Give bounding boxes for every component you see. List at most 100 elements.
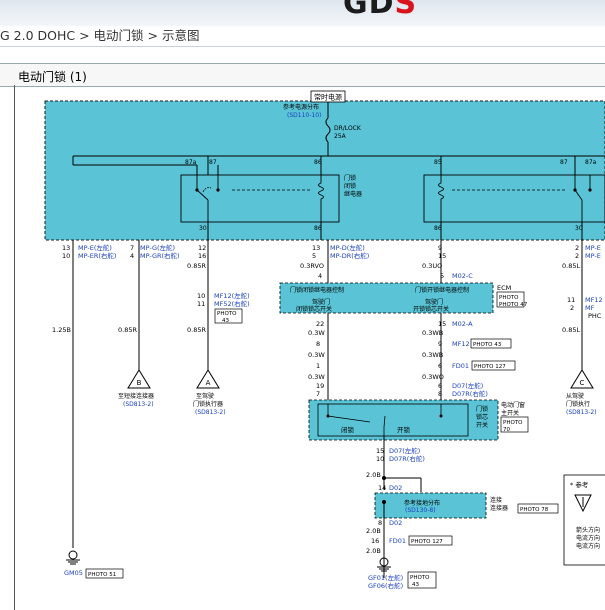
pass-act-2: 门锁执行: [566, 400, 590, 408]
pin-87-right: 87: [560, 159, 568, 166]
conn-d02-b: D02: [389, 519, 402, 527]
pin-9: 9: [438, 244, 442, 252]
photo-43-mid: PHOTO 43: [473, 342, 502, 348]
ref-triangle-b: [127, 369, 151, 389]
ecm-drv-sw-l: 闭锁锁芯开关: [296, 305, 332, 313]
tri-a-label: A: [206, 379, 211, 387]
sw-name-2: 锁芯: [476, 413, 488, 421]
pin-1-a: 1: [316, 362, 320, 370]
photo-box-47: [496, 291, 525, 308]
pin-5: 5: [312, 252, 316, 260]
junction-box-region: [44, 100, 605, 241]
pin-2-mf-right: 2: [570, 304, 574, 312]
pin-4: 4: [130, 252, 134, 260]
pin-19: 19: [316, 382, 324, 390]
pin-2b-right: 2: [575, 252, 579, 260]
ground-symbol-center: [379, 557, 389, 567]
pin-10-b: 10: [376, 455, 384, 463]
pin-87a-right: 87a: [585, 159, 597, 166]
ecm-drv-door-l: 驾驶门: [312, 298, 330, 306]
pin-15-b: 15: [438, 320, 446, 328]
fuse-amp: 25A: [334, 133, 347, 140]
conn-mp-gr: MP-GR(右舵): [140, 251, 180, 260]
pin-8-b: 8: [438, 390, 442, 398]
fuse-name: DR/LOCK: [334, 125, 362, 132]
tri-c-label: C: [580, 379, 585, 387]
wire-03wb-b: 0.3WB: [422, 351, 443, 359]
conn-m02c: M02-C: [452, 272, 473, 280]
ref-power-code: (SD110-10): [287, 112, 321, 119]
pin-6-b: 6: [438, 382, 442, 390]
photo-51: PHOTO 51: [88, 572, 116, 578]
ecm-unlock-ctrl: 门锁开锁继电器控制: [415, 286, 469, 294]
pin-16-fd: 16: [371, 537, 379, 545]
breadcrumb-separator: >: [75, 28, 94, 43]
conn-gf06: GF06(右舵): [368, 581, 403, 590]
breadcrumb-item-system[interactable]: 电动门锁: [93, 28, 144, 43]
conn-mf52-r: MF52(右舵): [214, 299, 250, 308]
conn-mp-g: MP-G(左舵): [140, 243, 175, 252]
lock-relay-box: [180, 174, 340, 223]
conn-mf12-l: MF12(左舵): [214, 291, 250, 300]
conn-m02a: M02-A: [452, 320, 473, 328]
ref-ground: 参考接地分布: [404, 499, 440, 507]
ground-splice-block: [374, 492, 487, 519]
ground-symbol-left: [68, 550, 78, 560]
conn-d02: D02: [389, 484, 402, 492]
relay-label-2: 闭锁: [344, 182, 356, 190]
to-drv-act-1: 至驾驶: [196, 392, 214, 400]
pin-8-a: 8: [316, 340, 320, 348]
pin-10-a: 10: [62, 252, 70, 260]
panel-left-border: [14, 85, 15, 610]
photo-78: PHOTO 78: [520, 507, 549, 513]
splice-2: 连接器: [490, 504, 508, 512]
wire-085r-c: 0.85R: [118, 326, 137, 334]
pin-86-right: 86: [434, 225, 442, 232]
conn-mf-right: MF: [585, 304, 595, 312]
pin-13-a: 13: [62, 244, 70, 252]
photo-box-43-left: [214, 308, 243, 324]
photo-box-43-b: [407, 571, 437, 589]
main-sw-1: 电动门窗: [501, 401, 525, 409]
wire-20b-a: 2.0B: [366, 471, 381, 479]
wire-03w-a: 0.3W: [308, 329, 325, 337]
breadcrumb: G 2.0 DOHC > 电动门锁 > 示意图: [0, 26, 605, 47]
wire-20b-b: 2.0B: [366, 527, 381, 535]
conn-mf12-right: MF12: [585, 296, 603, 304]
ref-ground-code: (SD130-8): [405, 507, 436, 514]
pin-30-left: 30: [199, 225, 207, 232]
pin-4-ecm: 4: [318, 272, 322, 280]
pin-6: 6: [438, 362, 442, 370]
diagram-panel-header: 电动门锁 (1): [0, 63, 605, 87]
ecm-lock-ctrl: 门锁闭锁继电器控制: [290, 286, 344, 294]
conn-d07: D07(左舵): [452, 381, 483, 390]
photo-43-b: 43: [412, 582, 419, 588]
conn-mp-e: MP-E(左舵): [78, 243, 112, 252]
conn-mp-er: MP-ER(右舵): [78, 251, 116, 260]
breadcrumb-item-engine[interactable]: G 2.0 DOHC: [0, 28, 76, 43]
conn-mp-e-right: MP-E: [585, 244, 601, 252]
photo-127: PHOTO 127: [474, 364, 506, 370]
top-banner: GDS: [0, 0, 605, 26]
photo-text-left: PHOTO: [217, 311, 237, 317]
wire-03wo: 0.3WO: [422, 373, 444, 381]
pin-87a-left: 87a: [185, 159, 197, 166]
photo-box-43-mid: [470, 338, 512, 349]
conn-fd01-b: FD01: [389, 537, 406, 545]
photo-box-78: [517, 503, 559, 514]
fuse-symbol: [325, 117, 331, 143]
battery-label: 常时电源: [314, 93, 342, 102]
breadcrumb-item-view[interactable]: 示意图: [161, 28, 200, 43]
gds-logo: GDS: [343, 0, 418, 21]
wire-03w-c: 0.3W: [308, 373, 325, 381]
conn-d07r-b: D07R(右舵): [389, 454, 425, 463]
ecm-drv-sw-r: 开锁锁芯开关: [413, 305, 449, 313]
wire-085l-b: 0.85L: [562, 326, 580, 334]
ecm-label: ECM: [497, 284, 511, 292]
photo-box-127-b: [408, 535, 453, 546]
to-conn-code: (SD813-2): [123, 401, 154, 408]
pin-10-mf: 10: [197, 292, 205, 300]
switch-lock-label: 闭锁: [341, 425, 355, 434]
pin-7-b: 7: [316, 390, 320, 398]
wire-085r-b: 0.85R: [187, 326, 206, 334]
